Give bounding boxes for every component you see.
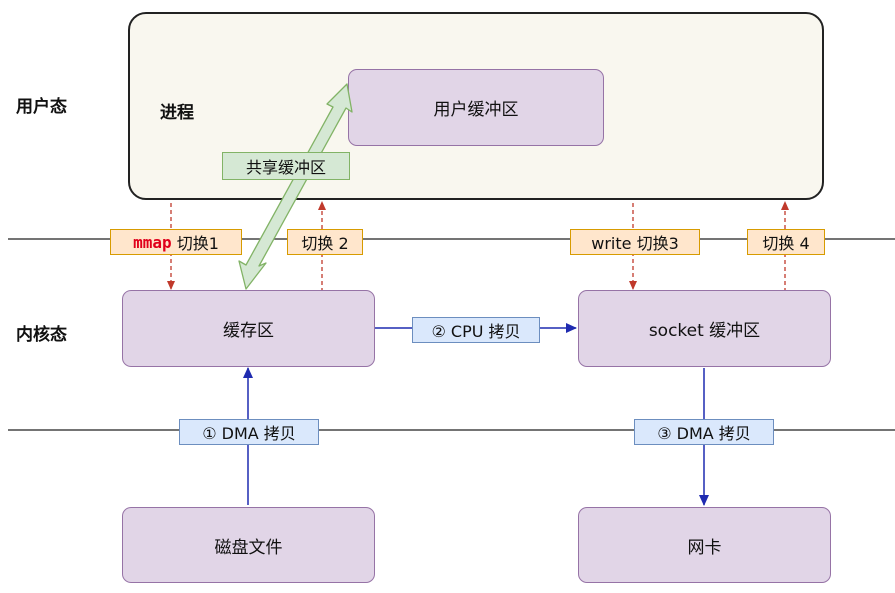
cache-box: 缓存区: [122, 290, 375, 367]
switch1-label: 切换1: [176, 234, 219, 253]
switch3-tag: write 切换3: [570, 229, 700, 255]
mmap-call-label: mmap: [133, 232, 172, 252]
user-mode-label: 用户态: [16, 97, 67, 117]
switch2-tag: 切换 2: [287, 229, 363, 255]
nic-box: 网卡: [578, 507, 831, 583]
switch4-tag: 切换 4: [747, 229, 825, 255]
process-label: 进程: [160, 103, 194, 123]
shared-buffer-double-arrow: [238, 83, 353, 290]
switch1-tag: mmap 切换1: [110, 229, 242, 255]
socket-buffer-box: socket 缓冲区: [578, 290, 831, 367]
disk-file-box: 磁盘文件: [122, 507, 375, 583]
shared-buffer-tag: 共享缓冲区: [222, 152, 350, 180]
cpu-copy-tag: ② CPU 拷贝: [412, 317, 540, 343]
dma-copy2-tag: ③ DMA 拷贝: [634, 419, 774, 445]
kernel-mode-label: 内核态: [16, 325, 67, 345]
dma-copy1-tag: ① DMA 拷贝: [179, 419, 319, 445]
